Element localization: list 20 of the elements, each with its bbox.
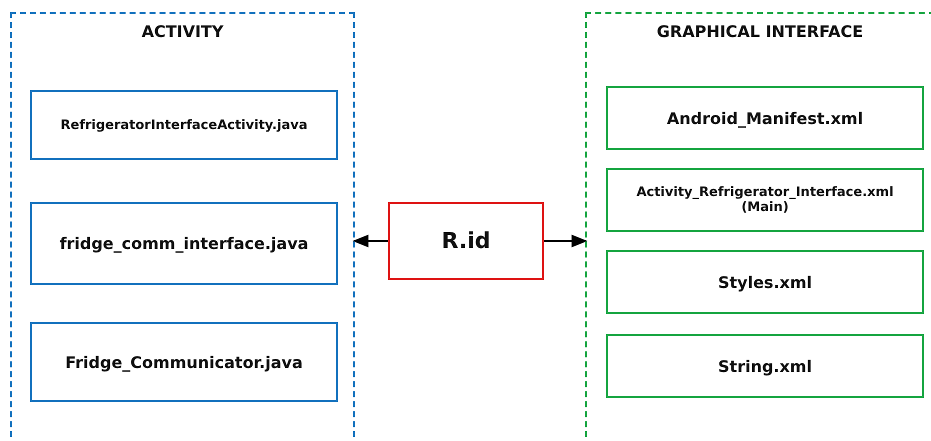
file-box bbox=[388, 202, 544, 280]
file-box bbox=[606, 334, 924, 398]
arrow bbox=[544, 234, 588, 248]
file-box bbox=[606, 86, 924, 150]
file-name: R.id bbox=[440, 228, 492, 254]
group-heading: ACTIVITY bbox=[140, 22, 224, 41]
file-name: Android_Manifest.xml bbox=[666, 108, 864, 128]
file-name: Activity_Refrigerator_Interface.xml (Main) bbox=[635, 185, 895, 215]
file-box bbox=[606, 250, 924, 314]
file-name: fridge_comm_interface.java bbox=[58, 234, 310, 253]
group-heading: GRAPHICAL INTERFACE bbox=[656, 22, 864, 41]
file-box bbox=[606, 168, 924, 232]
file-name: Styles.xml bbox=[716, 272, 813, 292]
file-name: RefrigeratorInterfaceActivity.java bbox=[60, 118, 308, 132]
file-box bbox=[30, 202, 338, 285]
file-box bbox=[30, 322, 338, 402]
file-name: Fridge_Communicator.java bbox=[64, 352, 304, 372]
arrow bbox=[352, 234, 388, 248]
file-box bbox=[30, 90, 338, 160]
file-name: String.xml bbox=[717, 356, 813, 376]
